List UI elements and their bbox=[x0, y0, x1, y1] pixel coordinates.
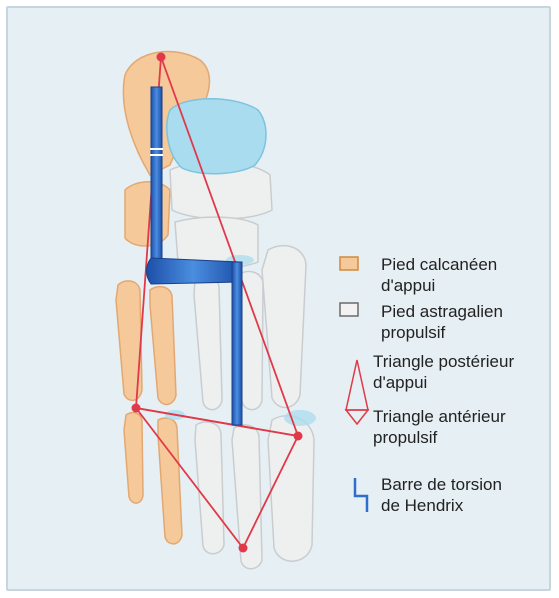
third-toe bbox=[195, 422, 224, 554]
fifth-toe bbox=[124, 413, 143, 504]
first-metatarsal bbox=[262, 246, 306, 408]
legend-torsion-bar: Barre de torsion de Hendrix bbox=[381, 474, 502, 516]
vertex-first-met bbox=[294, 432, 303, 441]
fourth-toe bbox=[158, 418, 182, 544]
orange-swatch-icon bbox=[340, 257, 358, 270]
vertex-heel bbox=[157, 53, 166, 62]
vertex-fifth-met bbox=[132, 404, 141, 413]
torsion-bar-vertical-left bbox=[151, 87, 162, 282]
big-toe bbox=[268, 416, 314, 561]
gray-swatch-icon bbox=[340, 303, 358, 316]
torsion-bar-horizontal bbox=[147, 258, 241, 284]
third-metatarsal bbox=[194, 277, 222, 410]
triangle-anterior-icon bbox=[346, 410, 368, 424]
talus-bone bbox=[167, 99, 266, 174]
triangle-posterior-icon bbox=[346, 360, 368, 410]
legend-triangle-anterior: Triangle antérieur propulsif bbox=[373, 406, 506, 448]
legend-calcaneal: Pied calcanéen d'appui bbox=[381, 254, 497, 296]
legend-triangle-posterior: Triangle postérieur d'appui bbox=[373, 351, 514, 393]
torsion-bar-icon bbox=[355, 478, 367, 512]
vertex-toe bbox=[239, 544, 248, 553]
fourth-metatarsal bbox=[150, 287, 176, 405]
torsion-bar-vertical-right bbox=[232, 262, 242, 425]
legend-astragal: Pied astragalien propulsif bbox=[381, 301, 503, 343]
